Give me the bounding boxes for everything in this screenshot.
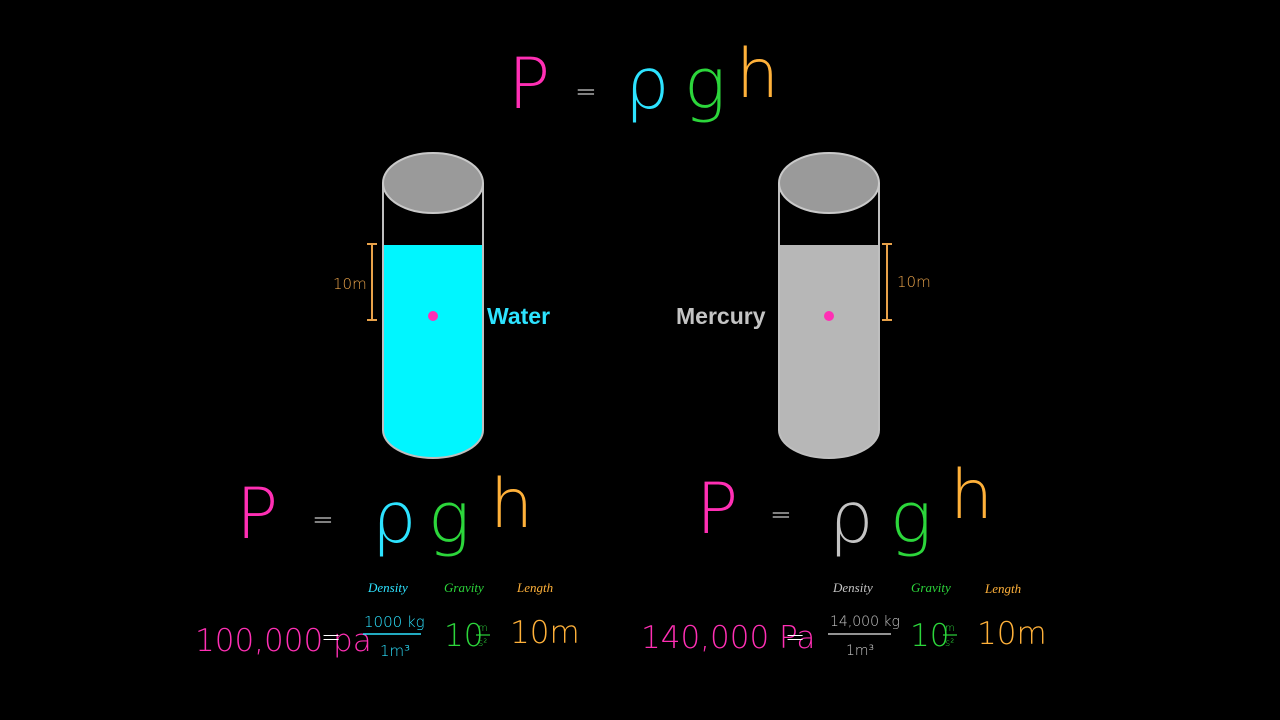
- mercury-gravity-unit-den: s²: [945, 638, 954, 649]
- water-calc-equals: =: [321, 623, 341, 651]
- water-tube: Water 10m: [333, 153, 550, 458]
- water-eq-equals: =: [312, 505, 334, 535]
- mercury-eq-density: ρ: [829, 477, 873, 559]
- top-equation: P = ρ g h: [508, 35, 779, 125]
- water-gravity-caption: Gravity: [444, 580, 484, 595]
- water-calculation: Density Gravity Length 100,000 pa = 1000…: [195, 580, 580, 660]
- mercury-length-caption: Length: [984, 581, 1021, 596]
- mercury-density-numerator: 14,000 kg: [830, 614, 900, 630]
- water-density-numerator: 1000 kg: [364, 613, 425, 631]
- water-gravity-unit-num: m: [478, 623, 488, 634]
- water-length-caption: Length: [516, 580, 553, 595]
- water-surface-wave: [383, 236, 483, 245]
- water-equation: P = ρ g h: [236, 465, 533, 559]
- mercury-gravity-unit-num: m: [945, 623, 955, 634]
- mercury-tube-top: [779, 153, 879, 213]
- top-eq-equals: =: [575, 77, 597, 107]
- mercury-measure-point: [824, 311, 834, 321]
- mercury-density-denominator: 1m³: [846, 643, 874, 659]
- water-length-value: 10m: [510, 615, 580, 651]
- top-eq-density: ρ: [625, 43, 669, 125]
- mercury-label: Mercury: [676, 303, 766, 329]
- water-eq-height: h: [490, 465, 533, 544]
- top-eq-pressure: P: [508, 43, 550, 125]
- water-gravity-unit-den: s²: [478, 638, 487, 649]
- mercury-calc-equals: =: [785, 623, 805, 651]
- mercury-length-value: 10m: [977, 616, 1047, 652]
- mercury-eq-gravity: g: [890, 477, 932, 559]
- water-density-denominator: 1m³: [380, 642, 410, 660]
- mercury-gravity-caption: Gravity: [911, 580, 951, 595]
- mercury-equation: P = ρ g h: [696, 456, 993, 559]
- mercury-height-label: 10m: [897, 273, 931, 291]
- water-eq-gravity: g: [428, 477, 470, 559]
- mercury-tube: Mercury 10m: [676, 153, 931, 458]
- mercury-density-caption: Density: [832, 580, 873, 595]
- water-height-label: 10m: [333, 275, 367, 293]
- water-eq-density: ρ: [372, 477, 416, 559]
- mercury-eq-equals: =: [770, 500, 792, 530]
- water-measure-point: [428, 311, 438, 321]
- mercury-gravity-value: 10: [910, 618, 949, 654]
- mercury-surface-wave: [779, 236, 879, 245]
- water-label: Water: [487, 303, 550, 329]
- mercury-calculation: Density Gravity Length 140,000 Pa = 14,0…: [641, 580, 1047, 659]
- water-tube-top: [383, 153, 483, 213]
- mercury-height-marker: [882, 244, 892, 320]
- mercury-fill: [779, 240, 879, 458]
- mercury-eq-pressure: P: [696, 468, 738, 550]
- water-height-marker: [367, 244, 377, 320]
- water-eq-pressure: P: [236, 473, 278, 555]
- water-density-caption: Density: [367, 580, 408, 595]
- mercury-eq-height: h: [950, 456, 993, 535]
- water-fill: [383, 240, 483, 458]
- top-eq-height: h: [736, 35, 779, 114]
- water-pressure-value: 100,000 pa: [195, 623, 372, 659]
- top-eq-gravity: g: [684, 43, 726, 125]
